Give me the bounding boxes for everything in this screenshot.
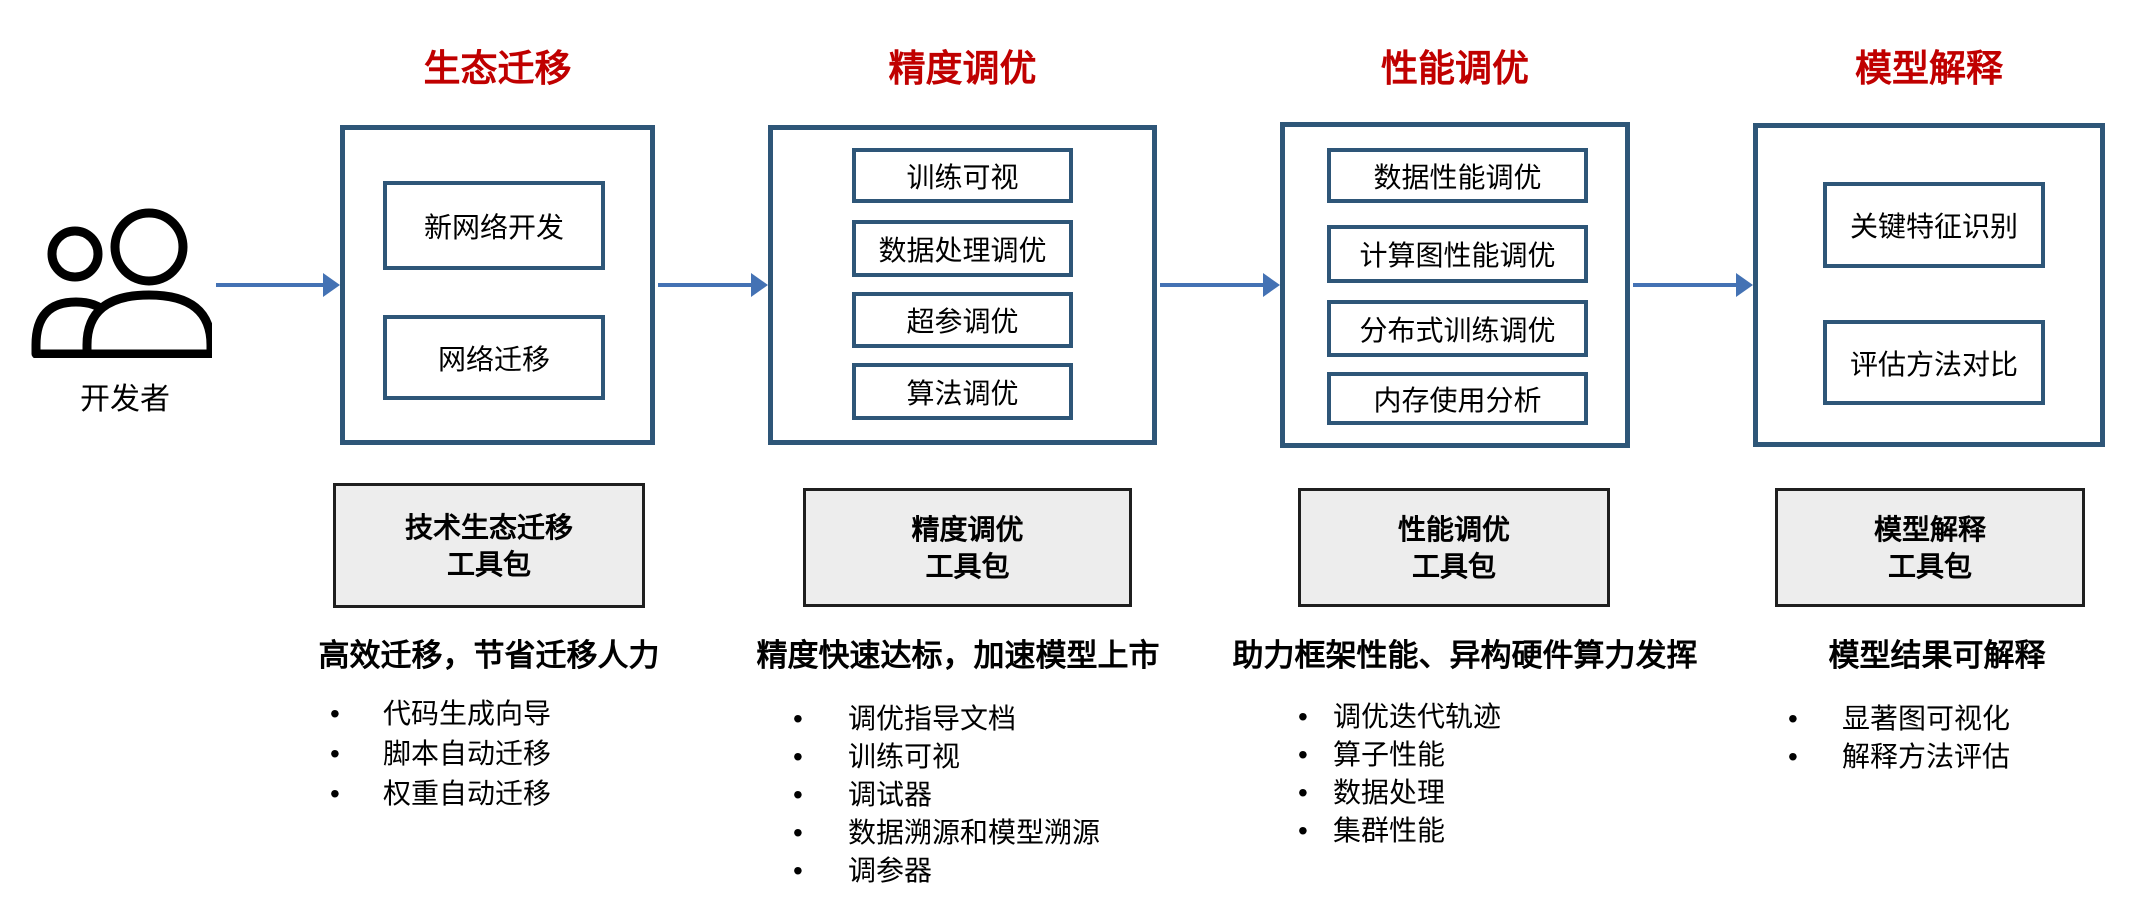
toolkit-line: 工具包 (446, 548, 531, 580)
flow-arrow-4 (1633, 273, 1753, 297)
module-memory-usage-analysis: 内存使用分析 (1327, 372, 1588, 425)
module-hyperparam-tuning: 超参调优 (852, 292, 1073, 348)
tagline-ecosystem-migration: 高效迁移，节省迁移人力 (318, 638, 660, 673)
toolkit-box-precision-tuning: 精度调优 工具包 (803, 488, 1132, 607)
toolkit-box-model-explanation: 模型解释 工具包 (1775, 488, 2085, 607)
arrow-head-icon (323, 273, 340, 297)
stage-title-precision-tuning: 精度调优 (888, 48, 1037, 89)
bullet-list-model-explanation: •显著图可视化 •解释方法评估 (1788, 700, 2010, 776)
flow-arrow-1 (216, 273, 340, 297)
stage-title-performance-tuning: 性能调优 (1381, 48, 1529, 89)
stage-box-model-explanation: 关键特征识别 评估方法对比 (1753, 123, 2105, 447)
module-network-migration: 网络迁移 (383, 315, 605, 400)
module-algorithm-tuning: 算法调优 (852, 363, 1073, 420)
list-item: •显著图可视化 (1788, 700, 2010, 738)
developers-icon (30, 208, 216, 363)
stage-box-precision-tuning: 训练可视 数据处理调优 超参调优 算法调优 (768, 125, 1157, 445)
module-key-feature-identification: 关键特征识别 (1823, 182, 2045, 268)
bullet-icon: • (1298, 777, 1308, 808)
toolkit-line: 工具包 (1887, 550, 1972, 582)
bullet-icon: • (1298, 815, 1308, 846)
flow-arrow-2 (658, 273, 768, 297)
arrow-head-icon (751, 273, 768, 297)
tagline-performance-tuning: 助力框架性能、异构硬件算力发挥 (1232, 638, 1698, 673)
toolkit-line: 技术生态迁移 (404, 511, 573, 543)
list-item: •数据溯源和模型溯源 (793, 814, 1100, 852)
list-item: •数据处理 (1298, 774, 1501, 812)
list-item: •解释方法评估 (1788, 738, 2010, 776)
toolkit-line: 性能调优 (1397, 513, 1510, 545)
bullet-list-performance-tuning: •调优迭代轨迹 •算子性能 •数据处理 •集群性能 (1298, 698, 1501, 850)
toolkit-box-ecosystem-migration: 技术生态迁移 工具包 (333, 483, 645, 608)
tagline-model-explanation: 模型结果可解释 (1828, 638, 2046, 673)
bullet-icon: • (793, 817, 803, 848)
module-distributed-training-tuning: 分布式训练调优 (1327, 300, 1588, 357)
arrow-head-icon (1736, 273, 1753, 297)
bullet-icon: • (793, 779, 803, 810)
module-training-visualization: 训练可视 (852, 148, 1073, 203)
stage-title-model-explanation: 模型解释 (1855, 48, 2003, 89)
stage-box-performance-tuning: 数据性能调优 计算图性能调优 分布式训练调优 内存使用分析 (1280, 122, 1630, 448)
bullet-icon: • (330, 738, 340, 769)
bullet-icon: • (330, 778, 340, 809)
list-item: •算子性能 (1298, 736, 1501, 774)
arrow-line (1160, 283, 1263, 287)
stage-box-ecosystem-migration: 新网络开发 网络迁移 (340, 125, 655, 445)
toolkit-line: 模型解释 (1873, 513, 1986, 545)
module-new-network-dev: 新网络开发 (383, 181, 605, 270)
tagline-precision-tuning: 精度快速达标，加速模型上市 (756, 638, 1160, 673)
list-item: •脚本自动迁移 (330, 734, 551, 774)
bullet-list-precision-tuning: •调优指导文档 •训练可视 •调试器 •数据溯源和模型溯源 •调参器 (793, 700, 1100, 890)
list-item: •调参器 (793, 852, 1100, 890)
module-evaluation-method-comparison: 评估方法对比 (1823, 320, 2045, 405)
module-data-performance-tuning: 数据性能调优 (1327, 148, 1588, 203)
list-item: •训练可视 (793, 738, 1100, 776)
stage-title-ecosystem-migration: 生态迁移 (423, 48, 572, 89)
list-item: •权重自动迁移 (330, 774, 551, 814)
arrow-line (1633, 283, 1736, 287)
bullet-icon: • (1788, 741, 1798, 772)
list-item: •调优迭代轨迹 (1298, 698, 1501, 736)
list-item: •调优指导文档 (793, 700, 1100, 738)
toolkit-line: 精度调优 (911, 513, 1024, 545)
arrow-head-icon (1263, 273, 1280, 297)
bullet-icon: • (1788, 703, 1798, 734)
list-item: •代码生成向导 (330, 694, 551, 734)
bullet-icon: • (1298, 701, 1308, 732)
list-item: •集群性能 (1298, 812, 1501, 850)
bullet-icon: • (1298, 739, 1308, 770)
toolkit-box-performance-tuning: 性能调优 工具包 (1298, 488, 1610, 607)
toolkit-line: 工具包 (1411, 550, 1496, 582)
list-item: •调试器 (793, 776, 1100, 814)
bullet-icon: • (793, 703, 803, 734)
flow-arrow-3 (1160, 273, 1280, 297)
arrow-line (216, 283, 323, 287)
module-data-processing-tuning: 数据处理调优 (852, 220, 1073, 277)
developer-label: 开发者 (80, 383, 170, 416)
toolkit-line: 工具包 (925, 550, 1010, 582)
bullet-icon: • (793, 855, 803, 886)
bullet-icon: • (330, 698, 340, 729)
bullet-list-ecosystem-migration: •代码生成向导 •脚本自动迁移 •权重自动迁移 (330, 694, 551, 814)
arrow-line (658, 283, 751, 287)
module-graph-performance-tuning: 计算图性能调优 (1327, 225, 1588, 283)
bullet-icon: • (793, 741, 803, 772)
